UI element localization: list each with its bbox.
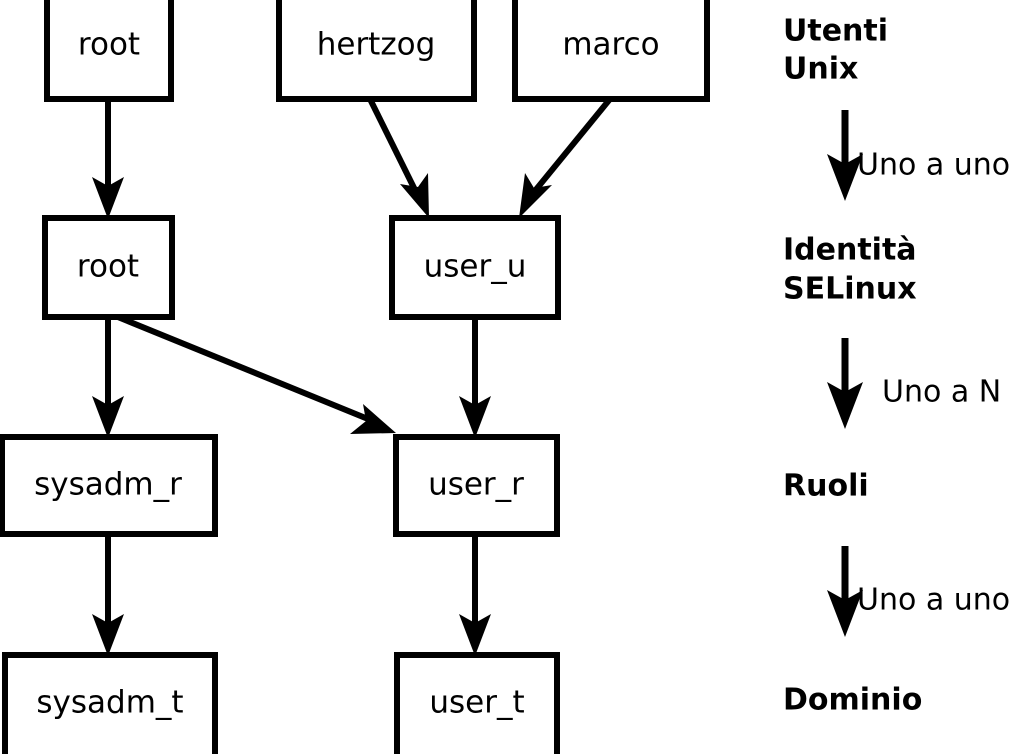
legend-heading-line2: SELinux xyxy=(783,272,917,307)
node-selinux-root[interactable]: root xyxy=(42,215,175,320)
legend-relation-uno-a-n: Uno a N xyxy=(827,338,1001,429)
node-label: root xyxy=(78,27,140,63)
edge-line xyxy=(367,97,421,198)
legend-relation-label: Uno a uno xyxy=(857,583,1010,618)
legend-heading-line1: Identità xyxy=(783,233,917,268)
edge-root-to-user-r xyxy=(111,312,396,434)
arrow-head xyxy=(827,154,863,201)
legend-relation-label: Uno a uno xyxy=(857,148,1010,183)
arrow-head xyxy=(519,173,552,218)
arrow-head xyxy=(350,404,396,434)
legend-heading-line1: Ruoli xyxy=(783,469,869,504)
legend-heading-line1: Utenti xyxy=(783,14,888,49)
edge-layer xyxy=(92,97,613,656)
edge-line xyxy=(111,312,370,422)
legend-level-utenti-unix: Utenti Unix xyxy=(783,14,888,87)
edge-sysadm-r-to-sysadm-t xyxy=(92,534,124,656)
node-label: user_t xyxy=(429,685,524,721)
node-box[interactable] xyxy=(512,0,710,102)
arrow-head xyxy=(400,173,429,218)
node-box[interactable] xyxy=(389,215,561,320)
node-label: sysadm_r xyxy=(34,467,182,503)
node-role-user-r[interactable]: user_r xyxy=(393,434,560,537)
arrow-head xyxy=(459,614,491,656)
node-unix-marco[interactable]: marco xyxy=(512,0,710,102)
node-label: hertzog xyxy=(317,27,436,63)
node-box[interactable] xyxy=(44,0,174,102)
node-box[interactable] xyxy=(394,652,560,754)
node-selinux-user-u[interactable]: user_u xyxy=(389,215,561,320)
arrow-head xyxy=(459,396,491,438)
node-label: root xyxy=(77,249,139,285)
legend-heading-line1: Dominio xyxy=(783,683,922,718)
legend-relation-uno-a-uno-1: Uno a uno xyxy=(827,110,1010,201)
legend-level-identita-selinux: Identità SELinux xyxy=(783,233,917,307)
node-label: user_r xyxy=(428,467,524,503)
arrow-head xyxy=(827,382,863,429)
node-domain-sysadm-t[interactable]: sysadm_t xyxy=(2,652,218,754)
node-box[interactable] xyxy=(42,215,175,320)
arrow-head xyxy=(92,177,124,219)
legend-level-dominio: Dominio xyxy=(783,683,922,718)
node-unix-hertzog[interactable]: hertzog xyxy=(276,0,477,102)
edge-marco-to-user-u xyxy=(519,97,613,218)
legend-level-ruoli: Ruoli xyxy=(783,469,869,504)
node-layer: root hertzog marco root user_u sysadm_r xyxy=(0,0,710,754)
node-label: marco xyxy=(562,27,659,63)
edge-root-to-sysadm-r xyxy=(92,317,124,438)
legend-relation-label: Uno a N xyxy=(882,375,1001,410)
legend-relation-uno-a-uno-2: Uno a uno xyxy=(827,546,1010,637)
legend-heading-line2: Unix xyxy=(783,52,858,87)
edge-root-to-root xyxy=(92,99,124,219)
arrow-head xyxy=(92,396,124,438)
legend-column: Utenti Unix Uno a uno Identità SELinux U… xyxy=(783,14,1010,718)
node-box[interactable] xyxy=(2,652,218,754)
arrow-head xyxy=(92,614,124,656)
node-role-sysadm-r[interactable]: sysadm_r xyxy=(0,434,218,537)
arrow-head xyxy=(827,590,863,637)
node-domain-user-t[interactable]: user_t xyxy=(394,652,560,754)
node-box[interactable] xyxy=(393,434,560,537)
node-box[interactable] xyxy=(276,0,477,102)
edge-line xyxy=(531,97,613,194)
node-label: sysadm_t xyxy=(36,685,183,721)
edge-hertzog-to-user-u xyxy=(367,97,429,218)
node-unix-root[interactable]: root xyxy=(44,0,174,102)
edge-user-r-to-user-t xyxy=(459,534,491,656)
node-label: user_u xyxy=(424,249,527,285)
edge-user-u-to-user-r xyxy=(459,317,491,438)
node-box[interactable] xyxy=(0,434,218,537)
